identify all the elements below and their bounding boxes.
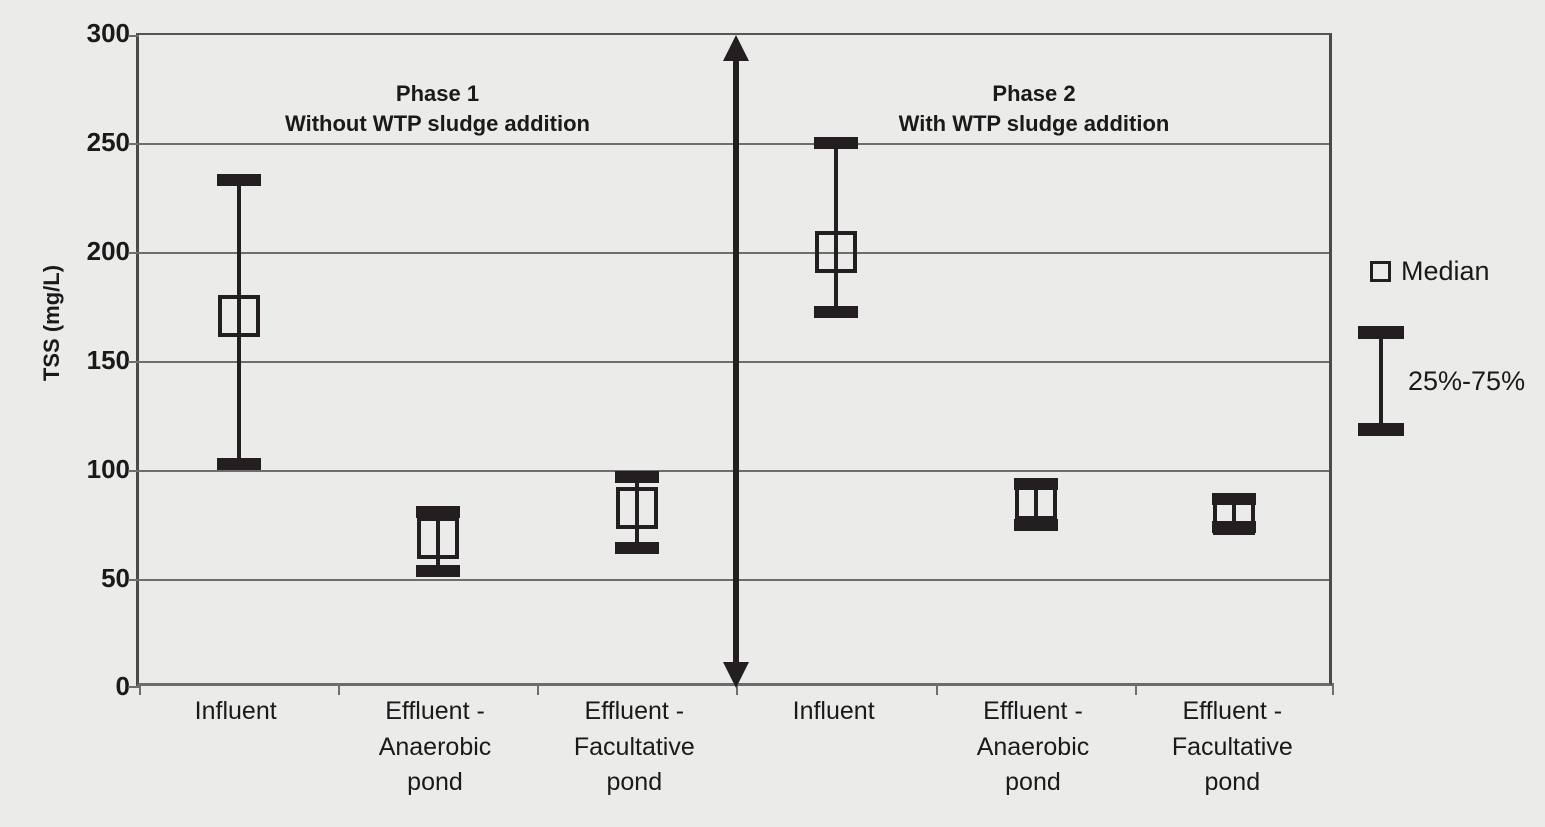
y-tick-label-200: 200 (86, 236, 130, 266)
whisker-cap-lower (216, 458, 261, 470)
x-tick-mark-1 (338, 683, 340, 695)
x-axis-labels: Influent Effluent - Anaerobic pond Efflu… (136, 694, 1332, 814)
chart-legend: Median 25%-75% (1350, 248, 1540, 436)
whisker-cap-lower (1013, 519, 1058, 531)
y-tick-mark-0 (128, 686, 139, 688)
x-label-phase1-influent: Influent (194, 697, 277, 725)
legend-label-iqr: 25%-75% (1408, 365, 1526, 396)
whisker-cap-lower (415, 565, 460, 577)
whisker-cap-lower (814, 306, 858, 318)
i-beam-shaft (1379, 337, 1383, 425)
open-square-icon (1370, 261, 1391, 282)
legend-item-median: Median (1370, 258, 1490, 285)
whisker-cap-upper (216, 174, 261, 186)
whisker-cap-lower (614, 542, 659, 554)
median-marker (815, 231, 857, 273)
whisker-line (634, 477, 639, 549)
whisker-line (236, 179, 241, 469)
y-tick-mark-300 (128, 35, 139, 37)
x-label-phase2-facultative: Effluent - Facultative pond (1171, 697, 1293, 796)
x-tick-mark-4 (936, 683, 938, 695)
arrow-shaft (733, 49, 739, 674)
data-point-phase2-facultative[interactable] (1135, 35, 1332, 683)
i-beam-bottom-cap (1358, 423, 1404, 436)
whisker-line (435, 512, 440, 572)
y-tick-label-100: 100 (86, 454, 130, 484)
arrow-down-icon (723, 662, 749, 688)
x-label-phase1-anaerobic: Effluent - Anaerobic pond (378, 697, 492, 796)
median-marker (1014, 478, 1057, 520)
whisker-line (834, 143, 838, 312)
data-point-phase1-anaerobic[interactable] (338, 35, 537, 683)
x-tick-mark-0 (139, 683, 141, 695)
x-tick-mark-3 (736, 683, 738, 695)
x-label-phase1-facultative: Effluent - Facultative pond (573, 697, 695, 796)
phase-2-line-2: With WTP sludge addition (898, 110, 1170, 136)
phase-2-line-1: Phase 2 (992, 81, 1076, 106)
whisker-cap-upper (814, 137, 858, 149)
median-marker (1212, 493, 1255, 535)
y-tick-mark-200 (128, 252, 139, 254)
legend-label-median: Median (1401, 256, 1490, 286)
x-tick-mark-2 (537, 683, 539, 695)
y-tick-label-0: 0 (115, 671, 130, 701)
y-tick-mark-100 (128, 470, 139, 472)
data-point-phase1-facultative[interactable] (537, 35, 736, 683)
y-tick-label-50: 50 (101, 563, 130, 593)
phase-1-line-1: Phase 1 (395, 81, 480, 106)
x-label-phase2-anaerobic: Effluent - Anaerobic pond (976, 697, 1090, 796)
whisker-line (1231, 499, 1236, 526)
x-tick-mark-5 (1135, 683, 1137, 695)
legend-item-iqr: 25%-75% (1358, 326, 1525, 436)
y-tick-label-300: 300 (86, 18, 130, 48)
data-point-phase2-anaerobic[interactable] (936, 35, 1135, 683)
median-marker (217, 295, 260, 337)
y-tick-label-150: 150 (86, 345, 130, 375)
data-point-phase1-influent[interactable] (139, 35, 338, 683)
whisker-cap-upper (415, 506, 460, 518)
whisker-cap-upper (614, 471, 659, 483)
data-point-phase2-influent[interactable] (736, 35, 936, 683)
median-marker (615, 487, 658, 529)
median-marker (416, 517, 459, 559)
x-label-phase2-influent: Influent (792, 697, 875, 725)
phase-2-annotation: Phase 2 With WTP sludge addition (736, 79, 1332, 138)
x-tick-mark-6 (1332, 683, 1334, 695)
y-tick-label-250: 250 (86, 127, 130, 157)
phase-1-annotation: Phase 1 Without WTP sludge addition (139, 79, 736, 138)
phase-1-line-2: Without WTP sludge addition (285, 110, 590, 136)
y-tick-mark-150 (128, 361, 139, 363)
i-beam-icon (1358, 326, 1404, 436)
y-tick-mark-250 (128, 143, 139, 145)
y-tick-mark-50 (128, 579, 139, 581)
i-beam-top-cap (1358, 326, 1404, 339)
whisker-cap-lower (1211, 521, 1256, 533)
whisker-line (1033, 483, 1038, 526)
y-axis-tick-labels: 300 250 200 150 100 50 0 (55, 0, 130, 827)
plot-area: Phase 1 Without WTP sludge addition Phas… (128, 33, 1334, 695)
